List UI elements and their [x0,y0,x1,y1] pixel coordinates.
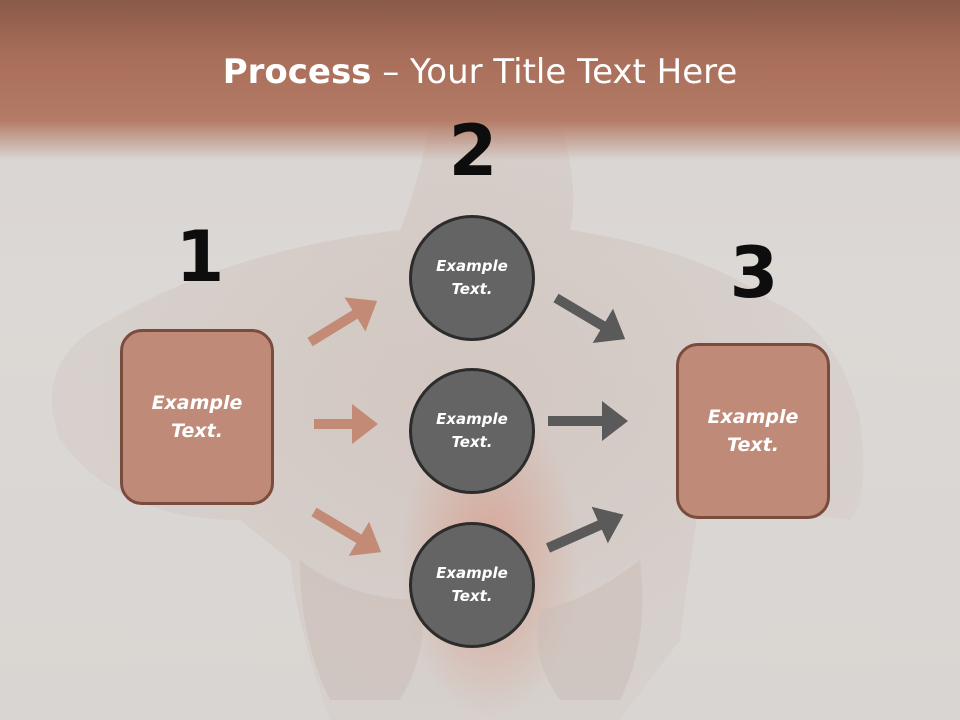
circle-label: Example Text. [436,256,508,298]
step-3-label: Example Text. [707,405,799,457]
step-number-2: 2 [448,110,498,192]
title-bold: Process [222,52,372,92]
arrow-1-to-2c [311,507,382,556]
title-rest: – Your Title Text Here [371,52,738,92]
step-2-circle-middle[interactable]: Example Text. [409,368,535,494]
step-3-box[interactable]: Example Text. [676,343,830,519]
circle-label: Example Text. [436,409,508,451]
step-1-box[interactable]: Example Text. [120,329,274,505]
step-2-circle-top[interactable]: Example Text. [409,215,535,341]
step-2-circle-bottom[interactable]: Example Text. [409,522,535,648]
arrow-1-to-2a [307,297,378,347]
arrow-2a-to-3 [553,293,626,343]
circle-label: Example Text. [436,563,508,605]
slide-title: Process – Your Title Text Here [0,52,960,92]
step-1-label: Example Text. [151,391,243,443]
step-number-3: 3 [729,232,779,314]
arrow-2c-to-3 [545,506,624,553]
step-number-1: 1 [175,216,225,298]
title-bar [0,0,960,160]
